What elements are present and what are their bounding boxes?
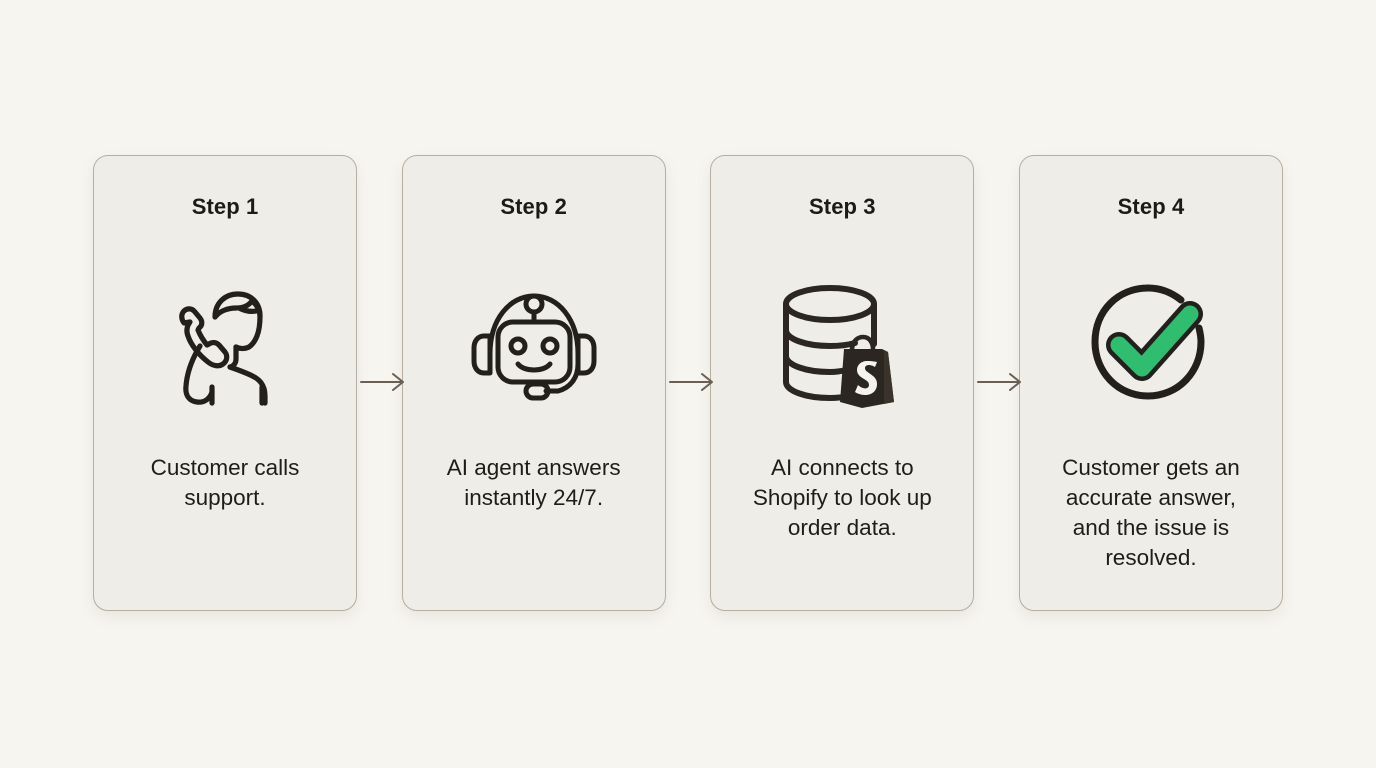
arrow-step1-step2 bbox=[360, 372, 406, 392]
step-description: AI connects to Shopify to look up order … bbox=[752, 455, 932, 540]
step-card-4[interactable]: Step 4 Customer gets an accurate answer,… bbox=[1018, 155, 1283, 611]
step-description: AI agent answers instantly 24/7. bbox=[446, 455, 621, 510]
steps-row: Step 1 bbox=[93, 155, 1283, 613]
arrow-step3-step4 bbox=[977, 372, 1023, 392]
step-description: Customer gets an accurate answer, and th… bbox=[1062, 455, 1240, 570]
step-title: Step 2 bbox=[500, 194, 567, 219]
step-title: Step 4 bbox=[1117, 194, 1185, 219]
step-description: Customer calls support. bbox=[150, 455, 300, 510]
step-card-3[interactable]: Step 3 bbox=[710, 155, 975, 611]
step-title: Step 1 bbox=[191, 194, 259, 219]
arrow-step2-step3 bbox=[669, 372, 715, 392]
step-card-2[interactable]: Step 2 bbox=[401, 155, 666, 611]
step-title: Step 3 bbox=[809, 194, 876, 219]
database-shopify-icon bbox=[777, 280, 907, 408]
robot-headset-icon bbox=[469, 280, 599, 405]
check-circle-icon bbox=[1086, 280, 1216, 405]
person-on-phone-icon bbox=[160, 280, 290, 406]
step-card-1[interactable]: Step 1 bbox=[93, 155, 357, 611]
